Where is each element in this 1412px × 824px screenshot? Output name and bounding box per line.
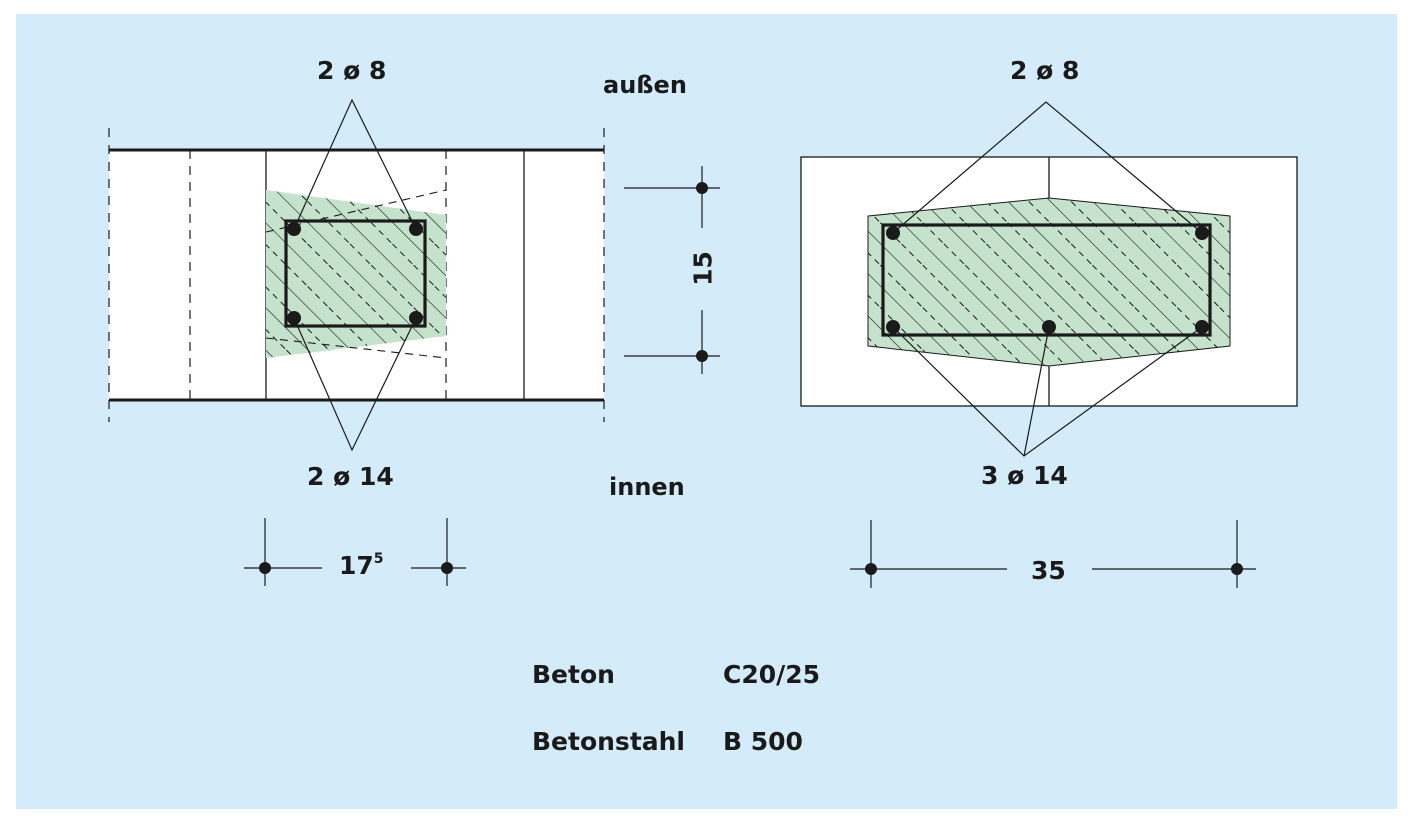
left-stirrup [284, 219, 427, 328]
right-section [800, 101, 1298, 588]
steel-value: B 500 [723, 727, 803, 756]
left-beam-hidden-bottom [265, 337, 447, 359]
inside-label: innen [609, 473, 685, 501]
left-bottom-bars-label: 2 ø 14 [307, 462, 394, 491]
concrete-label: Beton [532, 660, 615, 689]
left-bottom-leader [293, 317, 417, 452]
dimension-width-left-main: 17 [339, 551, 374, 580]
dimension-height [624, 166, 720, 374]
right-bottom-bars-label: 3 ø 14 [981, 461, 1068, 490]
dimension-width-left-sup: 5 [373, 551, 384, 567]
right-stirrup [881, 223, 1212, 337]
dimension-height-label: 15 [688, 251, 718, 286]
right-top-bars-label: 2 ø 8 [1010, 56, 1080, 85]
right-top-leader [892, 101, 1203, 234]
outside-label: außen [603, 71, 687, 99]
left-top-bars-label: 2 ø 8 [317, 56, 387, 85]
left-section [108, 98, 720, 586]
dimension-width-right-label: 35 [1031, 556, 1066, 585]
concrete-value: C20/25 [723, 660, 821, 689]
dimension-width-left [244, 518, 466, 586]
left-top-leader [293, 98, 417, 230]
steel-label: Betonstahl [532, 727, 686, 756]
right-bottom-leader-middle [1023, 326, 1050, 457]
diagram-panel [16, 14, 1397, 809]
dimension-width-right [850, 520, 1256, 588]
dimension-width-left-label: 175 [339, 552, 384, 578]
